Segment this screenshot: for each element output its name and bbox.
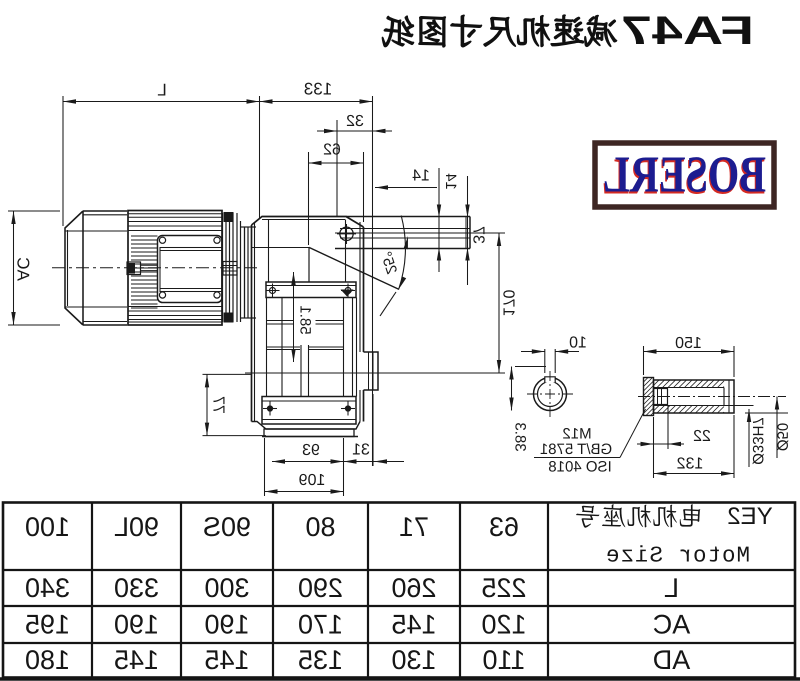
svg-text:93: 93: [302, 442, 320, 459]
svg-text:225: 225: [481, 573, 526, 603]
svg-text:AC: AC: [14, 257, 33, 281]
svg-text:14: 14: [442, 173, 459, 190]
svg-text:145: 145: [114, 645, 159, 675]
svg-text:90L: 90L: [114, 512, 159, 542]
svg-text:120: 120: [481, 610, 526, 640]
svg-text:340: 340: [25, 573, 70, 603]
svg-text:145: 145: [391, 610, 436, 640]
svg-text:38.3: 38.3: [512, 422, 529, 451]
svg-text:170: 170: [298, 610, 343, 640]
svg-text:330: 330: [114, 573, 159, 603]
svg-text:190: 190: [204, 610, 249, 640]
svg-text:62: 62: [323, 142, 341, 159]
svg-text:FA47: FA47: [621, 9, 754, 53]
svg-text:110: 110: [482, 645, 525, 675]
svg-text:290: 290: [298, 573, 343, 603]
svg-text:AD: AD: [653, 645, 691, 675]
svg-text:180: 180: [25, 645, 70, 675]
svg-text:58.1: 58.1: [297, 305, 314, 334]
svg-text:M12: M12: [562, 426, 591, 443]
svg-text:31: 31: [352, 442, 370, 459]
svg-text:AC: AC: [653, 610, 691, 640]
svg-text:L: L: [664, 573, 679, 603]
svg-text:300: 300: [204, 573, 249, 603]
svg-text:Motor Size: Motor Size: [605, 543, 750, 569]
svg-text:145: 145: [204, 645, 249, 675]
svg-text:BOSERL: BOSERL: [602, 149, 765, 206]
svg-text:190: 190: [114, 610, 159, 640]
svg-text:90S: 90S: [203, 512, 251, 542]
svg-text:195: 195: [25, 610, 70, 640]
svg-text:80: 80: [305, 512, 335, 542]
svg-text:Ø33H7: Ø33H7: [749, 417, 766, 465]
svg-text:25°: 25°: [377, 250, 400, 277]
svg-text:109: 109: [299, 472, 326, 489]
svg-text:132: 132: [677, 456, 704, 473]
svg-text:135: 135: [298, 645, 343, 675]
svg-text:Ø50: Ø50: [774, 423, 791, 451]
svg-text:L: L: [157, 81, 166, 100]
svg-text:63: 63: [489, 512, 519, 542]
svg-text:170: 170: [500, 290, 517, 317]
svg-text:22: 22: [693, 428, 711, 445]
svg-text:32: 32: [346, 113, 364, 130]
svg-text:260: 260: [391, 573, 436, 603]
svg-text:130: 130: [391, 645, 436, 675]
svg-text:YE2: YE2: [727, 503, 772, 530]
svg-text:ISO 4018: ISO 4018: [548, 459, 611, 476]
svg-text:37: 37: [470, 226, 487, 244]
svg-text:100: 100: [25, 512, 70, 542]
svg-text:133: 133: [304, 80, 332, 99]
svg-text:77: 77: [210, 396, 227, 414]
svg-text:GB/T 5781: GB/T 5781: [540, 441, 612, 458]
svg-text:150: 150: [675, 335, 702, 352]
svg-text:BOSERL: BOSERL: [603, 147, 766, 204]
svg-text:10: 10: [569, 335, 587, 352]
svg-text:14: 14: [412, 168, 430, 185]
svg-text:71: 71: [399, 512, 429, 542]
